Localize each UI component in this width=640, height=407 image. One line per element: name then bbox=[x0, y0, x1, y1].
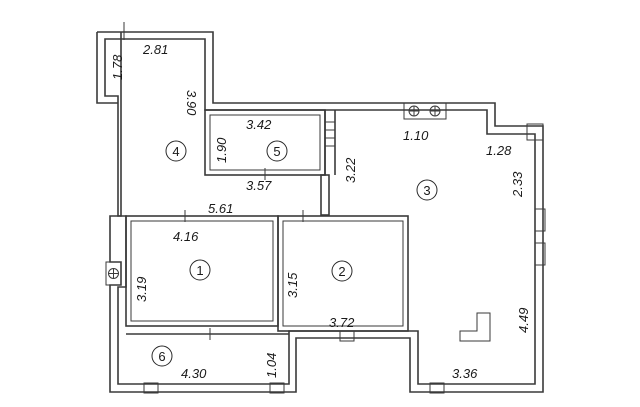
dim-room1-top: 4.16 bbox=[173, 229, 199, 244]
stairs-icon bbox=[325, 121, 335, 147]
dim-window-top: 1.10 bbox=[403, 128, 429, 143]
window-right-1 bbox=[534, 208, 546, 232]
room-6-label: 6 bbox=[158, 349, 165, 364]
dim-top-left-width: 2.81 bbox=[142, 42, 168, 57]
dim-room3-bottom: 3.36 bbox=[452, 366, 478, 381]
room-1-label: 1 bbox=[196, 263, 203, 278]
vent-icon bbox=[403, 102, 447, 120]
room-3-label: 3 bbox=[423, 183, 430, 198]
window-bottom-3 bbox=[269, 382, 285, 394]
room2-walls-inner bbox=[282, 220, 404, 327]
room-2-marker: 2 bbox=[331, 260, 353, 282]
dim-room5-side: 1.90 bbox=[214, 137, 229, 163]
outer-wall-inner bbox=[104, 38, 536, 385]
room-1-marker: 1 bbox=[189, 259, 211, 281]
window-bottom-2 bbox=[143, 382, 159, 394]
l-marker bbox=[459, 312, 491, 342]
room-2-label: 2 bbox=[338, 264, 345, 279]
room1-walls-inner bbox=[130, 220, 274, 322]
dim-room2-side: 3.15 bbox=[285, 272, 300, 298]
window-right-2 bbox=[534, 242, 546, 266]
dim-room4-side: 3.90 bbox=[184, 90, 199, 116]
dim-top-left-height: 1.78 bbox=[110, 54, 125, 80]
outer-wall-outer bbox=[97, 31, 544, 393]
corner-column bbox=[526, 123, 544, 141]
dim-room5-bottom: 3.57 bbox=[246, 178, 272, 193]
room-5-label: 5 bbox=[273, 144, 280, 159]
room-4-label: 4 bbox=[172, 144, 179, 159]
window-bottom-4 bbox=[339, 330, 355, 342]
room-6-marker: 6 bbox=[151, 345, 173, 367]
dim-room1-side: 3.19 bbox=[134, 277, 149, 302]
dim-room6-height: 1.04 bbox=[264, 353, 279, 378]
dim-room3-right-lower: 4.49 bbox=[516, 308, 531, 333]
room-3-marker: 3 bbox=[416, 179, 438, 201]
dim-room3-right-upper: 2.33 bbox=[510, 171, 525, 198]
dim-room5-top: 3.42 bbox=[246, 117, 272, 132]
room-4-marker: 4 bbox=[165, 140, 187, 162]
room-5-marker: 5 bbox=[266, 140, 288, 162]
window-bottom-1 bbox=[429, 382, 445, 394]
dim-room2-bottom: 3.72 bbox=[329, 315, 355, 330]
dim-room6-width: 4.30 bbox=[181, 366, 207, 381]
dim-corridor-side: 3.22 bbox=[343, 157, 358, 183]
vent-icon-left bbox=[105, 261, 122, 286]
outer-wall-top-left bbox=[96, 32, 118, 104]
dim-hall-width: 5.61 bbox=[208, 201, 233, 216]
dim-room3-top-right: 1.28 bbox=[486, 143, 512, 158]
corridor-partition bbox=[320, 174, 330, 216]
